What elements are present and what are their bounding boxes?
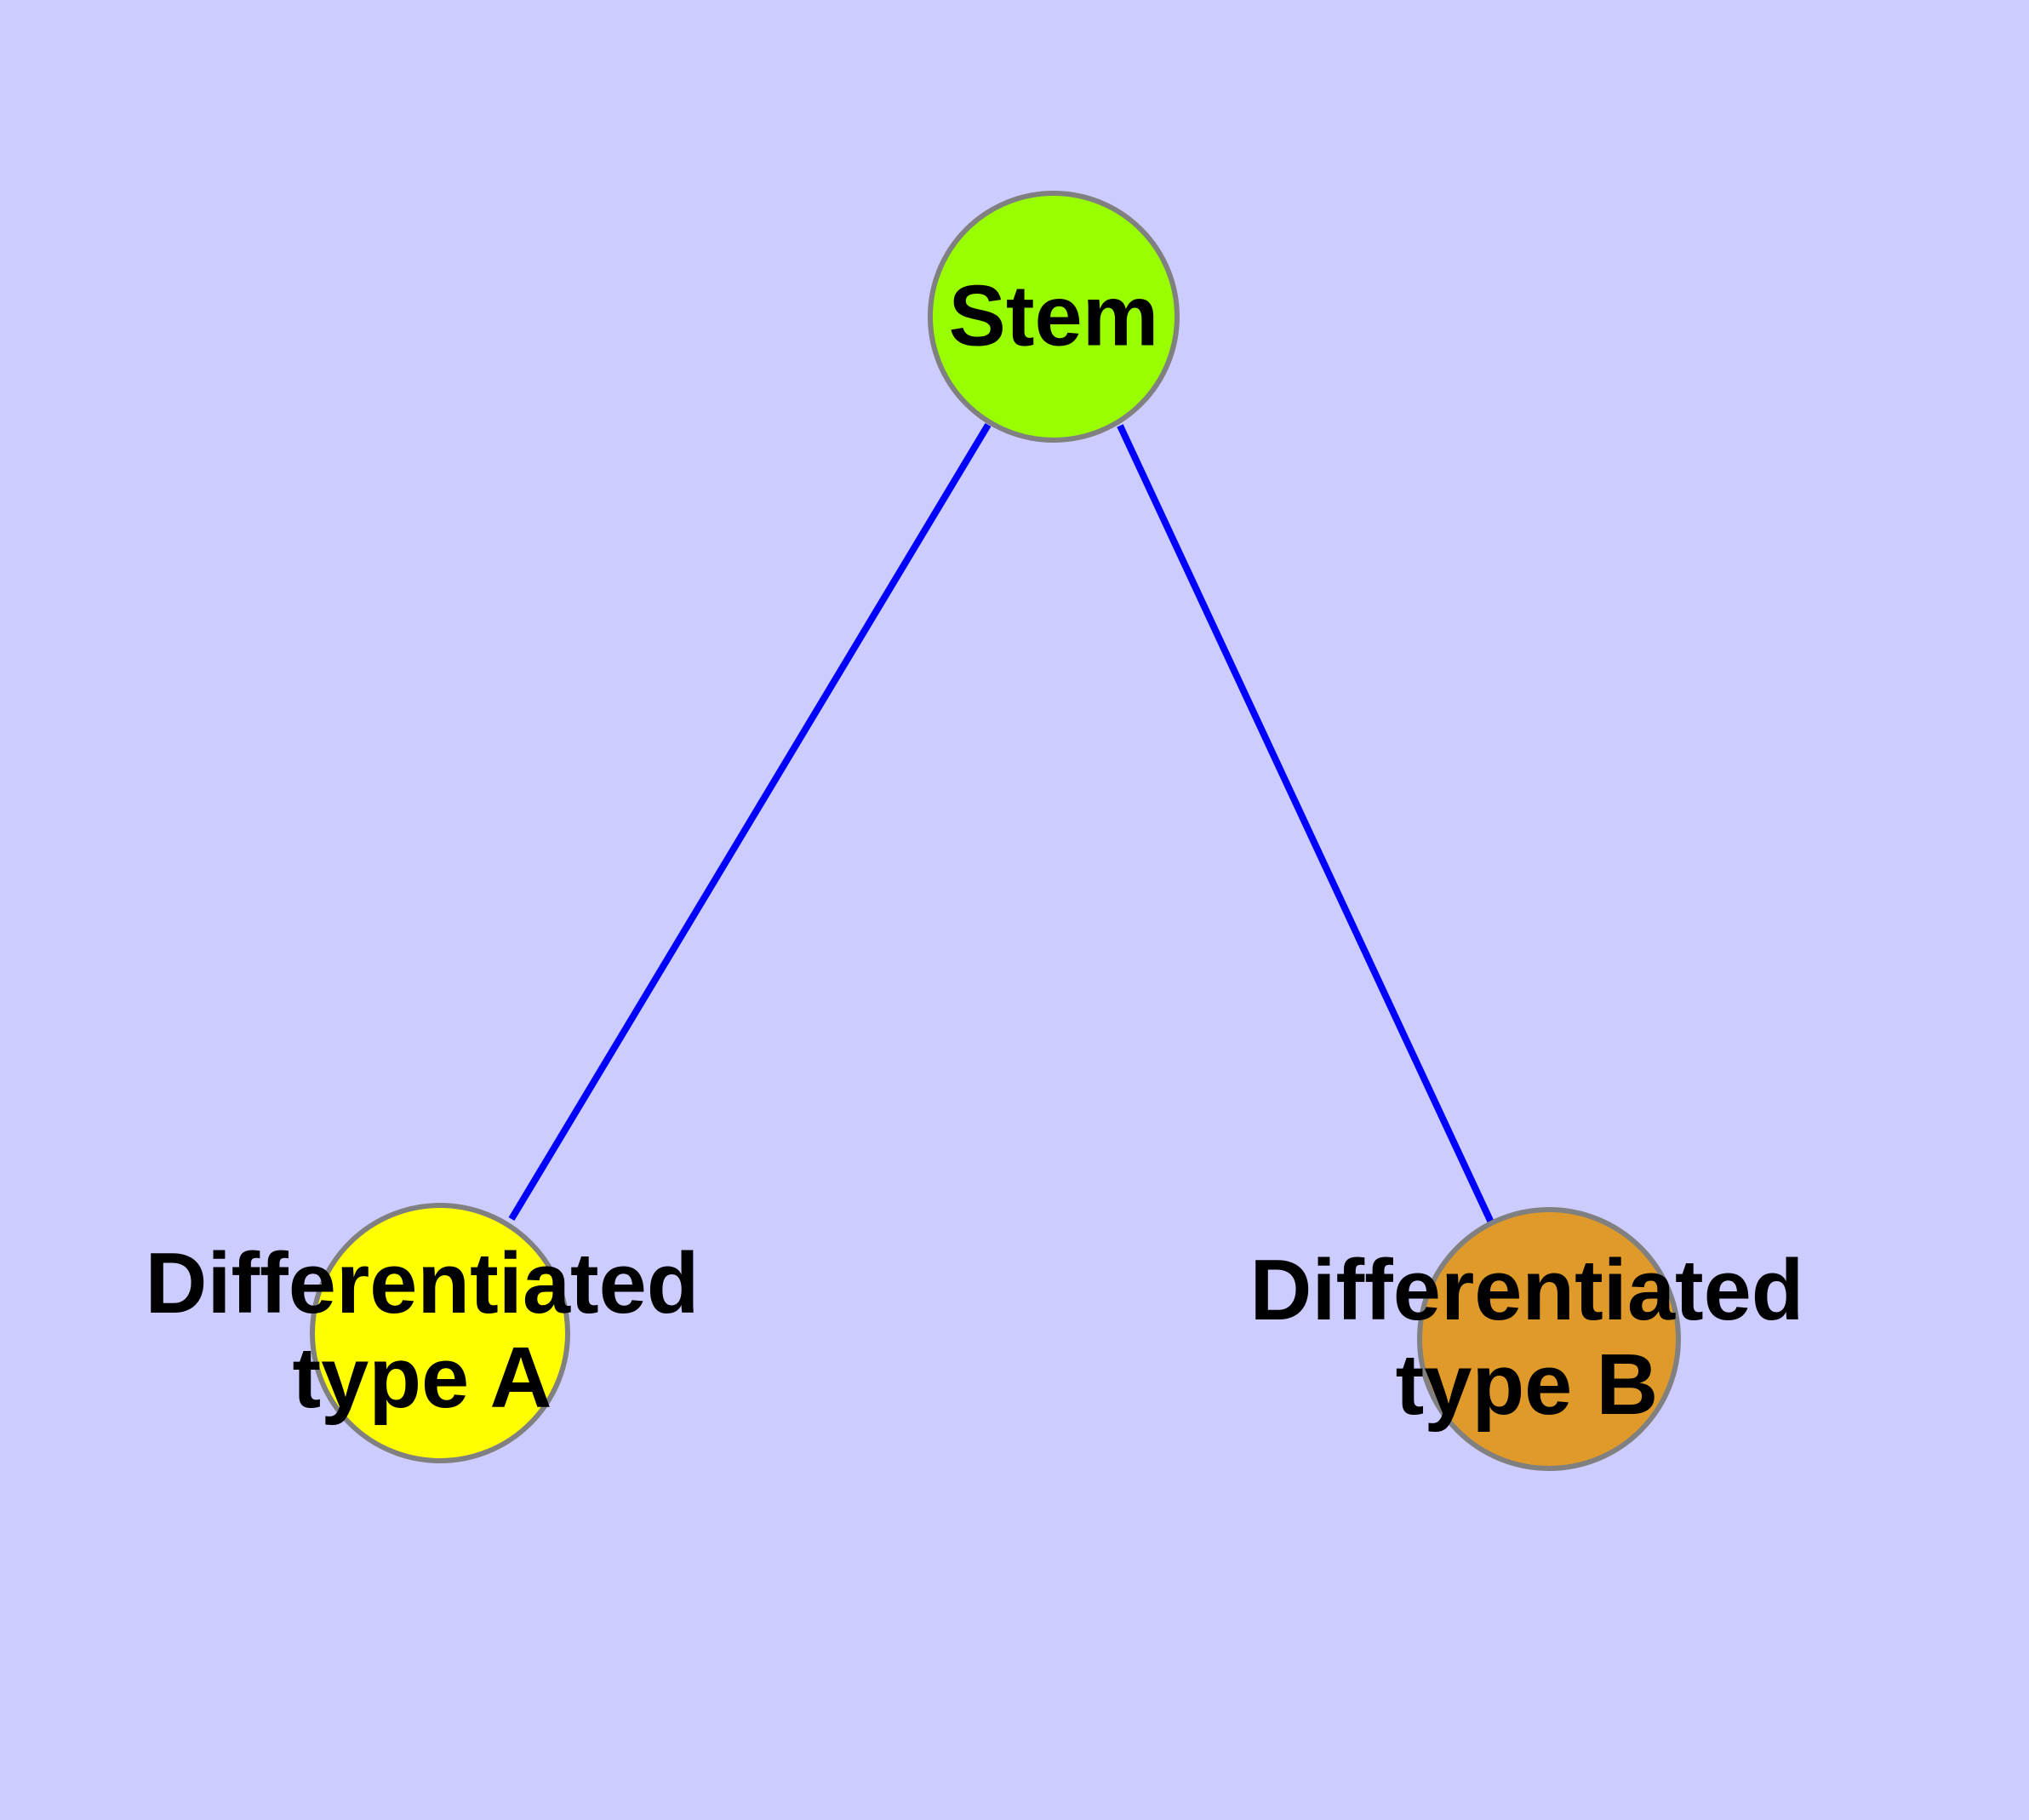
node-layer — [310, 191, 1681, 1471]
node-stem[interactable] — [928, 191, 1180, 443]
edge-stem-to-differentiated-type-b[interactable] — [1117, 424, 1495, 1224]
node-differentiated-type-b[interactable] — [1417, 1207, 1681, 1471]
node-differentiated-type-a[interactable] — [310, 1203, 570, 1463]
edge-stem-to-differentiated-type-a[interactable] — [508, 422, 992, 1222]
edge-layer — [508, 422, 1495, 1224]
